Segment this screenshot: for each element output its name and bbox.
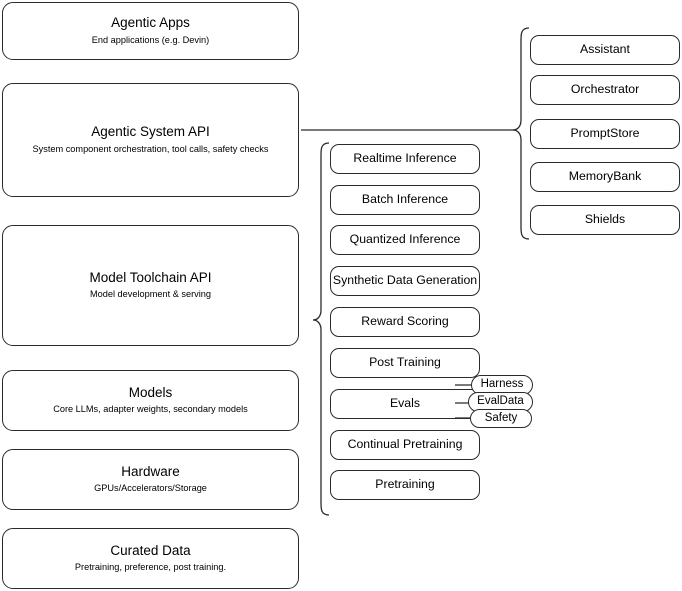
toolchain-batch-inference-label: Batch Inference [361, 192, 449, 207]
system-shields-label: Shields [584, 212, 626, 227]
layer-agentic-apps-title: Agentic Apps [111, 15, 190, 31]
system-promptstore[interactable]: PromptStore [530, 119, 680, 149]
layer-models-subtitle: Core LLMs, adapter weights, secondary mo… [53, 404, 248, 415]
layer-agentic-system-api-title: Agentic System API [91, 124, 210, 140]
eval-tag-safety-label: Safety [484, 411, 518, 424]
toolchain-quantized-inference[interactable]: Quantized Inference [330, 225, 480, 255]
toolchain-realtime-inference[interactable]: Realtime Inference [330, 144, 480, 174]
layer-model-toolchain-api-title: Model Toolchain API [89, 269, 212, 285]
system-components-bracket [512, 27, 530, 240]
system-orchestrator-label: Orchestrator [570, 82, 640, 97]
layer-models[interactable]: Models Core LLMs, adapter weights, secon… [2, 370, 299, 431]
toolchain-post-training-label: Post Training [369, 355, 441, 370]
layer-curated-data-title: Curated Data [110, 542, 191, 558]
eval-tag-safety[interactable]: Safety [470, 409, 532, 428]
layer-models-title: Models [128, 384, 173, 400]
layer-curated-data[interactable]: Curated Data Pretraining, preference, po… [2, 528, 299, 589]
layer-agentic-system-api-subtitle: System component orchestration, tool cal… [32, 143, 269, 154]
system-promptstore-label: PromptStore [570, 126, 640, 141]
layer-agentic-apps[interactable]: Agentic Apps End applications (e.g. Devi… [2, 2, 299, 60]
system-assistant[interactable]: Assistant [530, 35, 680, 65]
toolchain-reward-scoring-label: Reward Scoring [361, 314, 449, 329]
eval-tag-evaldata-label: EvalData [477, 395, 524, 408]
layer-hardware-title: Hardware [121, 463, 180, 479]
toolchain-batch-inference[interactable]: Batch Inference [330, 185, 480, 215]
layer-hardware[interactable]: Hardware GPUs/Accelerators/Storage [2, 449, 299, 510]
layer-agentic-system-api[interactable]: Agentic System API System component orch… [2, 83, 299, 197]
toolchain-synthetic-data-generation[interactable]: Synthetic Data Generation [330, 266, 480, 296]
toolchain-synthetic-data-generation-label: Synthetic Data Generation [332, 273, 478, 288]
layer-curated-data-subtitle: Pretraining, preference, post training. [74, 562, 227, 573]
eval-tag-harness-label: Harness [480, 378, 524, 391]
toolchain-realtime-inference-label: Realtime Inference [353, 151, 457, 166]
toolchain-pretraining[interactable]: Pretraining [330, 470, 480, 500]
system-memorybank-label: MemoryBank [568, 169, 642, 184]
layer-model-toolchain-api[interactable]: Model Toolchain API Model development & … [2, 225, 299, 346]
toolchain-reward-scoring[interactable]: Reward Scoring [330, 307, 480, 337]
layer-agentic-apps-subtitle: End applications (e.g. Devin) [91, 34, 210, 45]
toolchain-evals-label: Evals [389, 396, 421, 411]
layer-hardware-subtitle: GPUs/Accelerators/Storage [94, 483, 207, 494]
toolchain-evals[interactable]: Evals [330, 389, 480, 419]
toolchain-quantized-inference-label: Quantized Inference [349, 232, 461, 247]
toolchain-continual-pretraining-label: Continual Pretraining [347, 437, 463, 452]
system-shields[interactable]: Shields [530, 205, 680, 235]
toolchain-post-training[interactable]: Post Training [330, 348, 480, 378]
system-assistant-label: Assistant [580, 42, 630, 57]
toolchain-pretraining-label: Pretraining [375, 477, 435, 492]
system-orchestrator[interactable]: Orchestrator [530, 75, 680, 105]
system-memorybank[interactable]: MemoryBank [530, 162, 680, 192]
layer-model-toolchain-api-subtitle: Model development & serving [89, 289, 212, 300]
toolchain-components-bracket [312, 142, 330, 516]
toolchain-continual-pretraining[interactable]: Continual Pretraining [330, 430, 480, 460]
